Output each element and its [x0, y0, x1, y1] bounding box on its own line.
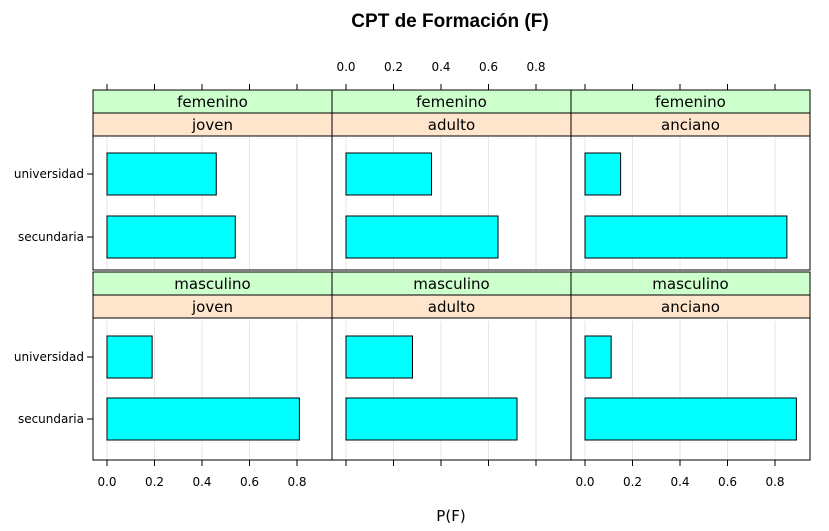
y-tick-label: universidad: [14, 350, 84, 364]
strip-label-sexo: masculino: [174, 275, 250, 293]
bar-masculino-adulto-universidad: [345, 335, 413, 379]
bar-masculino-joven-universidad: [106, 335, 153, 379]
chart-title: CPT de Formación (F): [351, 11, 548, 32]
strip-label-edad: adulto: [428, 298, 475, 316]
x-tick-label-bottom: 0.6: [718, 475, 737, 489]
x-tick-label-bottom: 0.2: [145, 475, 164, 489]
strip-label-edad: joven: [191, 116, 233, 134]
bar-femenino-joven-universidad: [106, 152, 217, 196]
y-tick-label: universidad: [14, 167, 84, 181]
x-tick-label-top: 0.2: [384, 60, 403, 74]
x-tick-label-bottom: 0.2: [623, 475, 642, 489]
strip-label-edad: anciano: [661, 116, 720, 134]
x-tick-label-top: 0.6: [479, 60, 498, 74]
x-tick-label-top: 0.4: [431, 60, 450, 74]
x-tick-label-bottom: 0.6: [240, 475, 259, 489]
y-tick-label: secundaria: [18, 230, 84, 244]
strip-label-edad: anciano: [661, 298, 720, 316]
x-tick-label-bottom: 0.8: [765, 475, 784, 489]
strip-label-sexo: femenino: [177, 93, 248, 111]
strip-label-sexo: masculino: [413, 275, 489, 293]
bar-masculino-anciano-universidad: [584, 335, 612, 379]
x-tick-label-bottom: 0.4: [192, 475, 211, 489]
strip-label-edad: joven: [191, 298, 233, 316]
strip-label-sexo: masculino: [652, 275, 728, 293]
x-tick-label-bottom: 0.0: [575, 475, 594, 489]
bar-masculino-anciano-secundaria: [584, 397, 797, 441]
bar-femenino-anciano-universidad: [584, 152, 622, 196]
x-tick-label-top: 0.8: [526, 60, 545, 74]
bar-masculino-joven-secundaria: [106, 397, 300, 441]
x-tick-label-top: 0.0: [336, 60, 355, 74]
bar-femenino-joven-secundaria: [106, 215, 236, 259]
panel-frame: [570, 89, 811, 271]
x-tick-label-bottom: 0.8: [287, 475, 306, 489]
strip-label-sexo: femenino: [416, 93, 487, 111]
bar-femenino-anciano-secundaria: [584, 215, 788, 259]
bar-femenino-adulto-secundaria: [345, 215, 499, 259]
x-tick-label-bottom: 0.4: [670, 475, 689, 489]
bar-femenino-adulto-universidad: [345, 152, 432, 196]
bar-masculino-adulto-secundaria: [345, 397, 518, 441]
x-tick-label-bottom: 0.0: [97, 475, 116, 489]
strip-label-sexo: femenino: [655, 93, 726, 111]
strip-label-edad: adulto: [428, 116, 475, 134]
x-axis-label: P(F): [436, 507, 465, 525]
panel-frame: [570, 271, 811, 461]
y-tick-label: secundaria: [18, 412, 84, 426]
